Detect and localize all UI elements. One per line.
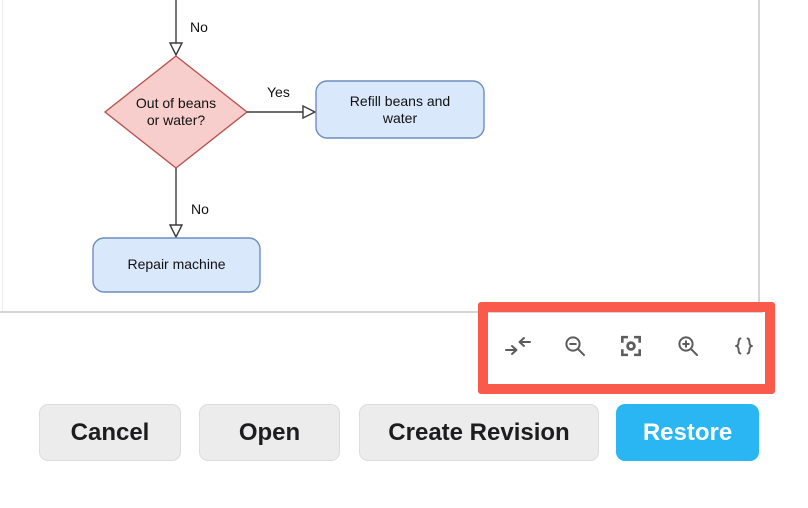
zoom-out-button[interactable] [560, 332, 590, 360]
create-revision-button[interactable]: Create Revision [359, 404, 599, 461]
open-button[interactable]: Open [199, 404, 340, 461]
preview-left-border [2, 0, 3, 312]
edge-label-no-bottom: No [191, 201, 209, 217]
preview-right-border [758, 0, 760, 313]
reset-view-button[interactable] [503, 332, 533, 360]
flowchart-canvas [92, 0, 485, 293]
refill-node-text[interactable]: Refill beans and water [349, 93, 451, 126]
edge-label-no-top: No [190, 19, 208, 35]
zoom-in-icon [677, 336, 698, 356]
edit-xml-button[interactable] [729, 332, 759, 360]
reset-view-icon [505, 337, 531, 355]
decision-node-text[interactable]: Out of beans or water? [135, 95, 217, 128]
fit-page-icon [621, 335, 641, 357]
restore-button[interactable]: Restore [616, 404, 759, 461]
zoom-toolbar [503, 332, 759, 360]
zoom-in-button[interactable] [673, 332, 703, 360]
edit-xml-icon [735, 337, 753, 355]
zoom-out-icon [564, 336, 585, 356]
edge-label-yes: Yes [267, 84, 290, 100]
repair-node-text[interactable]: Repair machine [127, 256, 226, 272]
fit-page-button[interactable] [616, 332, 646, 360]
preview-bottom-divider [0, 311, 763, 313]
cancel-button[interactable]: Cancel [39, 404, 181, 461]
